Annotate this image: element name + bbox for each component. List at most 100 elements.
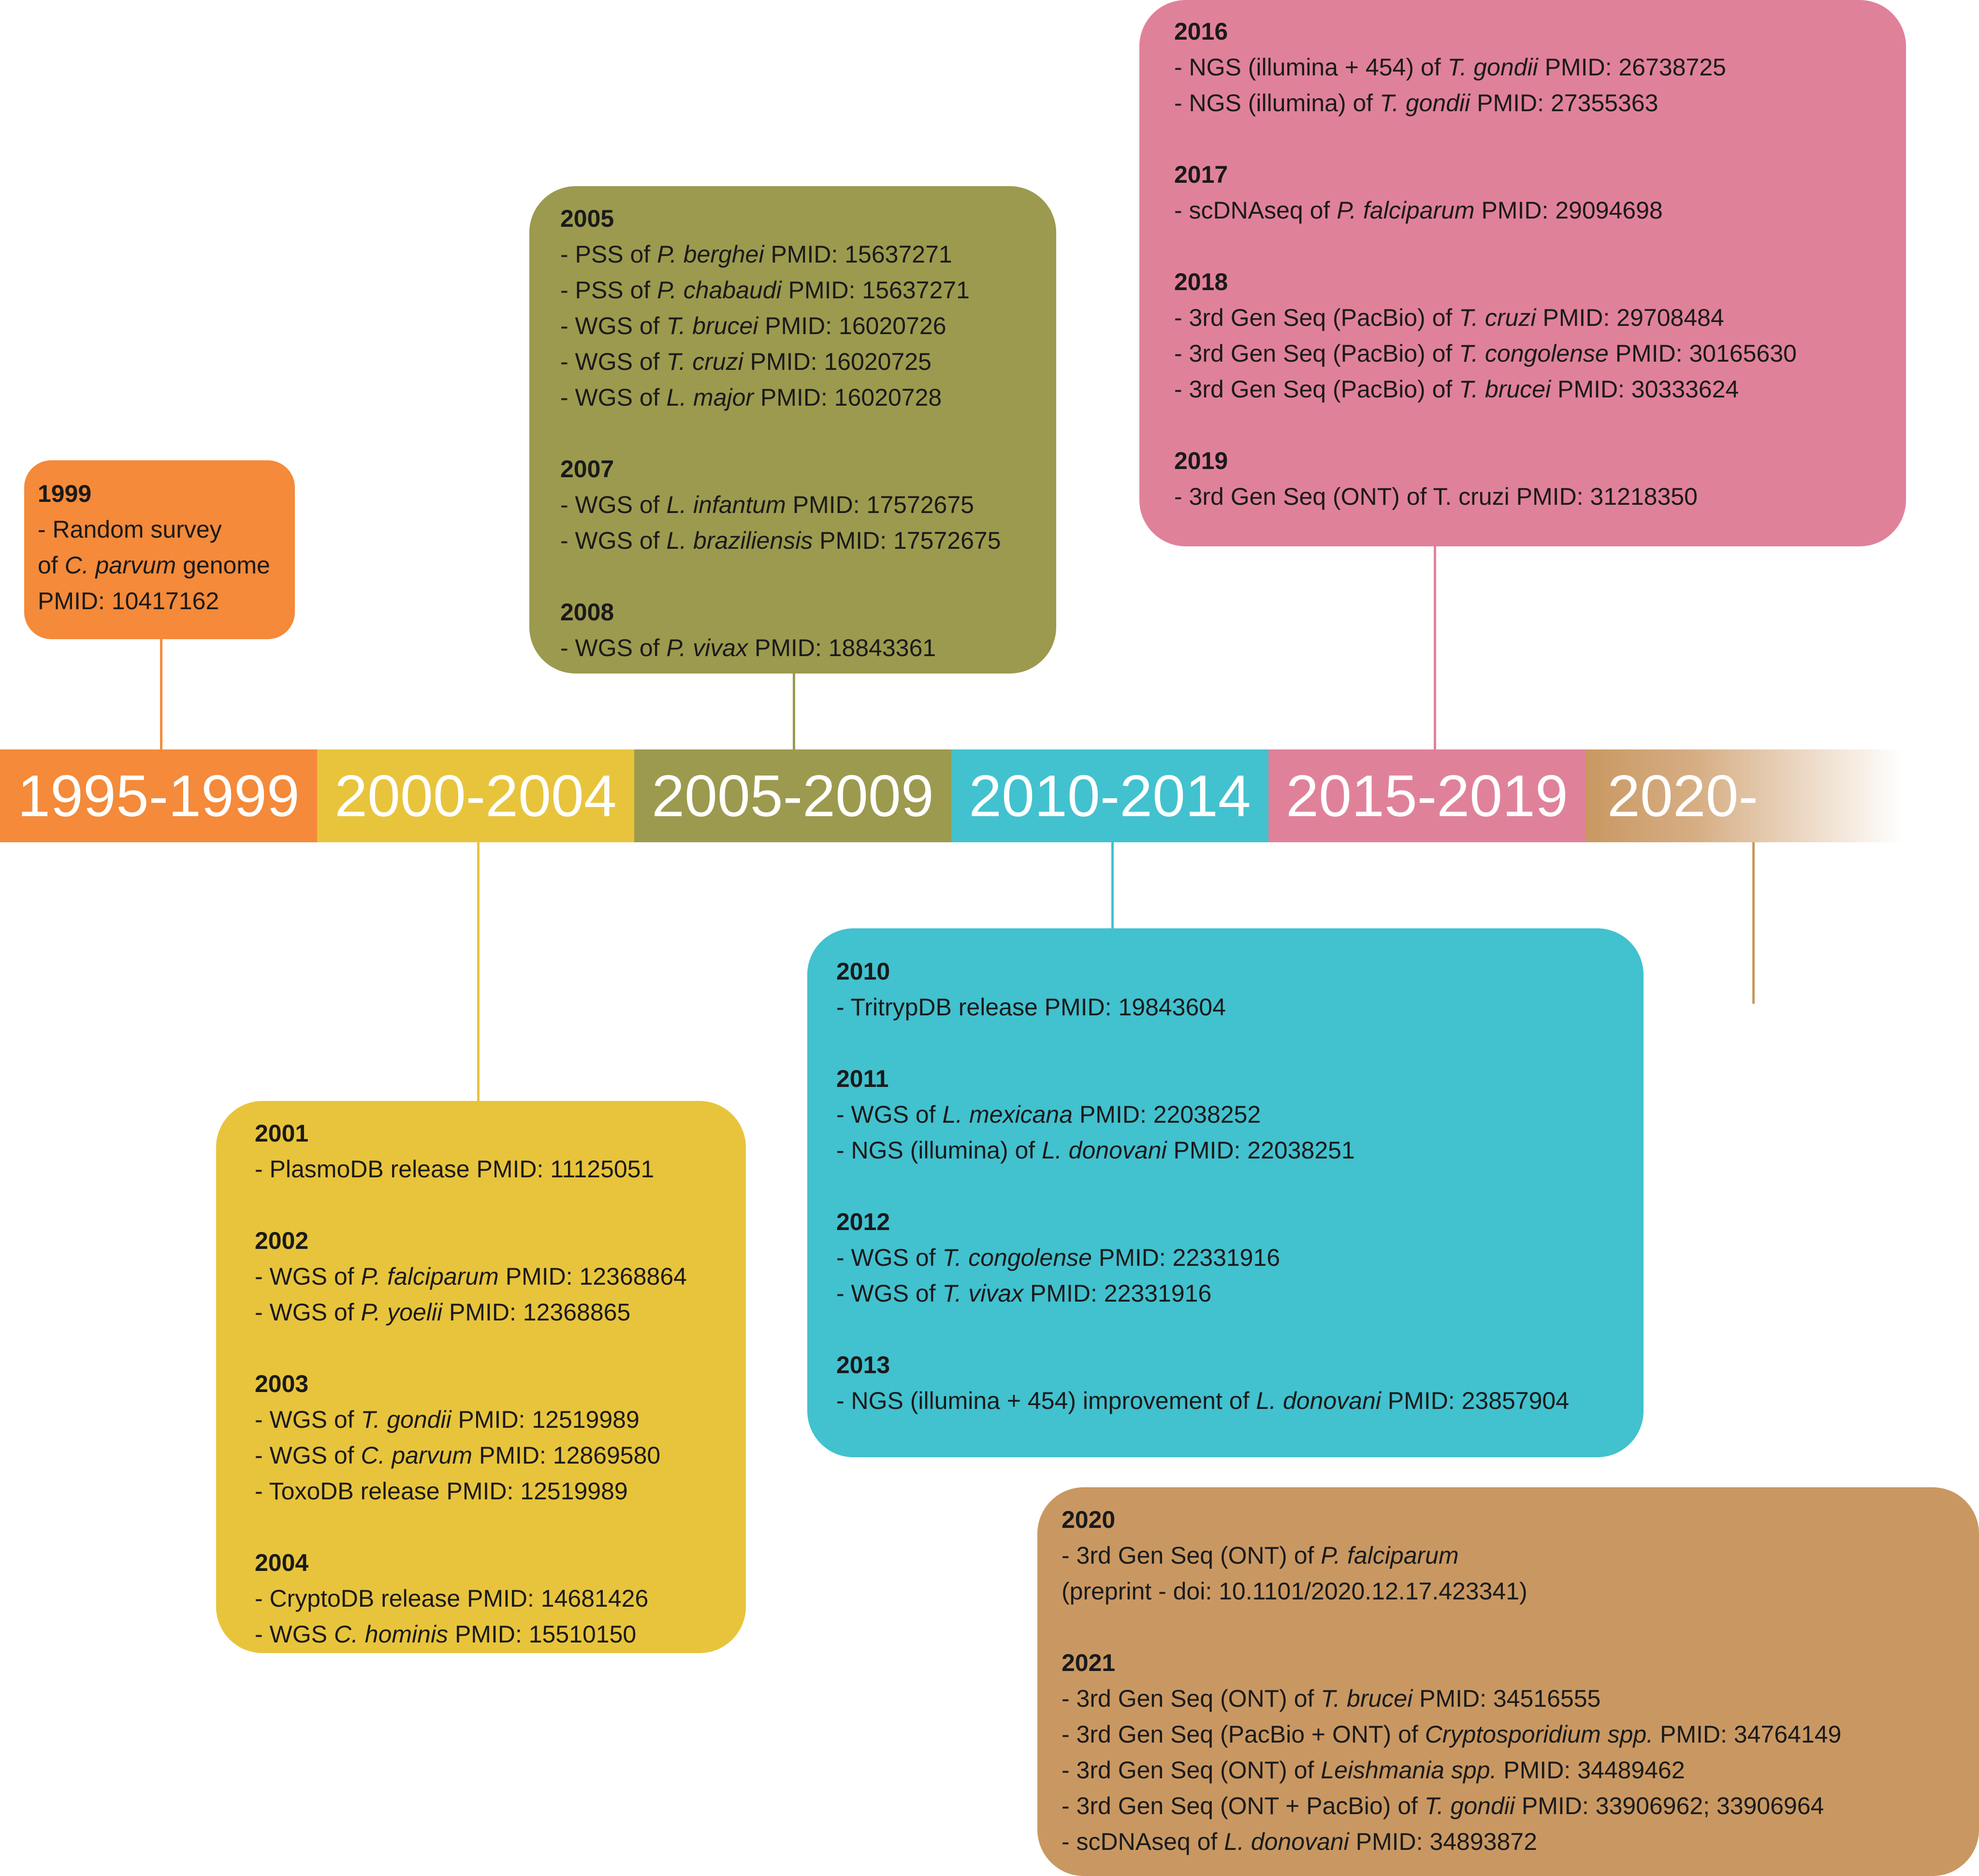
group-spacer [1174, 228, 1906, 264]
species-name: T. gondii [1380, 89, 1470, 117]
event-entry: - WGS of T. cruzi PMID: 16020725 [560, 344, 1056, 380]
period-2020: 2020- [1586, 749, 1903, 842]
entry-text: - scDNAseq of [1062, 1828, 1224, 1855]
period-2010-2014: 2010-2014 [951, 749, 1268, 842]
entry-text: PMID: 29708484 [1536, 304, 1724, 331]
species-name: C. parvum [361, 1442, 473, 1469]
entry-text: PMID: 30333624 [1551, 376, 1739, 403]
event-entry: - WGS of P. falciparum PMID: 12368864 [255, 1259, 746, 1294]
group-spacer [255, 1509, 746, 1545]
events-box-2020: 2020- 3rd Gen Seq (ONT) of P. falciparum… [1037, 1487, 1979, 1876]
entry-text: - NGS (illumina + 454) of [1174, 54, 1448, 81]
event-entry: PMID: 10417162 [38, 583, 295, 619]
group-spacer [836, 1311, 1644, 1347]
species-name: L. mexicana [942, 1101, 1073, 1128]
event-entry: - NGS (illumina) of T. gondii PMID: 2735… [1174, 85, 1906, 121]
species-name: T. vivax [942, 1280, 1024, 1307]
event-entry: - 3rd Gen Seq (ONT) of Leishmania spp. P… [1062, 1752, 1979, 1788]
event-entry: - NGS (illumina) of L. donovani PMID: 22… [836, 1132, 1644, 1168]
entry-text: PMID: 10417162 [38, 587, 219, 615]
event-entry: (preprint - doi: 10.1101/2020.12.17.4233… [1062, 1573, 1979, 1609]
species-name: Cryptosporidium spp. [1425, 1721, 1654, 1748]
entry-text: (preprint - doi: 10.1101/2020.12.17.4233… [1062, 1578, 1528, 1605]
event-year: 2021 [1062, 1649, 1116, 1676]
entry-text: - WGS of [560, 348, 667, 375]
entry-text: PMID: 12519989 [451, 1406, 640, 1433]
connector-2005-2009 [793, 672, 795, 749]
species-name: T. gondii [1447, 54, 1538, 81]
entry-text: PMID: 16020725 [743, 348, 931, 375]
entry-text: PMID: 15637271 [781, 277, 970, 304]
entry-text: - WGS of [560, 312, 667, 339]
entry-text: PMID: 34764149 [1653, 1721, 1842, 1748]
group-spacer [560, 558, 1056, 594]
event-entry: - CryptoDB release PMID: 14681426 [255, 1581, 746, 1616]
entry-text: - WGS of [560, 384, 667, 411]
species-name: T. gondii [361, 1406, 451, 1433]
event-entry: - Random survey [38, 512, 295, 547]
connector-2015-2019 [1434, 545, 1436, 749]
period-1995-1999: 1995-1999 [0, 749, 317, 842]
entry-text: - 3rd Gen Seq (ONT) of [1062, 1757, 1321, 1784]
entry-text: PMID: 26738725 [1538, 54, 1726, 81]
group-spacer [836, 1168, 1644, 1204]
entry-text: PMID: 12869580 [472, 1442, 661, 1469]
entry-text: PMID: 18843361 [748, 634, 936, 661]
species-name: T. brucei [1321, 1685, 1413, 1712]
entry-text: - scDNAseq of [1174, 197, 1337, 224]
event-entry: - 3rd Gen Seq (PacBio) of T. cruzi PMID:… [1174, 300, 1906, 336]
species-name: P. chabaudi [657, 277, 782, 304]
event-year: 2013 [836, 1351, 890, 1378]
species-name: L. braziliensis [666, 527, 813, 554]
entry-text: PMID: 17572675 [813, 527, 1001, 554]
group-spacer [255, 1330, 746, 1366]
event-entry: - WGS of T. congolense PMID: 22331916 [836, 1240, 1644, 1275]
species-name: L. donovani [1224, 1828, 1349, 1855]
entry-text: PMID: 33906962; 33906964 [1514, 1792, 1824, 1819]
entry-text: PMID: 30165630 [1608, 340, 1797, 367]
entry-text: - WGS of [836, 1101, 943, 1128]
entry-text: - 3rd Gen Seq (PacBio) of [1174, 304, 1459, 331]
event-year: 2005 [560, 205, 614, 232]
species-name: T. cruzi [1459, 304, 1536, 331]
entry-text: - WGS of [560, 491, 667, 518]
timeline-band: 1995-1999 2000-2004 2005-2009 2010-2014 … [0, 749, 1905, 842]
connector-2000-2004 [477, 842, 480, 1102]
entry-text: - WGS of [255, 1299, 361, 1326]
entry-text: - WGS of [560, 527, 667, 554]
entry-text: - 3rd Gen Seq (ONT) of [1062, 1542, 1321, 1569]
events-box-2015-2019: 2016- NGS (illumina + 454) of T. gondii … [1139, 0, 1906, 546]
event-entry: - scDNAseq of L. donovani PMID: 34893872 [1062, 1824, 1979, 1860]
entry-text: PMID: 16020728 [754, 384, 942, 411]
entry-text: - PlasmoDB release PMID: 11125051 [255, 1156, 655, 1183]
species-name: L. major [666, 384, 754, 411]
entry-text: PMID: 34893872 [1349, 1828, 1537, 1855]
entry-text: PMID: 34516555 [1412, 1685, 1601, 1712]
event-year: 2011 [836, 1065, 889, 1092]
event-entry: - 3rd Gen Seq (PacBio + ONT) of Cryptosp… [1062, 1716, 1979, 1752]
entry-text: - 3rd Gen Seq (PacBio) of [1174, 340, 1459, 367]
connector-1999 [160, 638, 162, 749]
event-year: 2003 [255, 1370, 309, 1397]
entry-text: PMID: 15510150 [448, 1621, 637, 1648]
period-2000-2004: 2000-2004 [317, 749, 634, 842]
event-year: 2017 [1174, 161, 1228, 188]
species-name: P. berghei [657, 241, 764, 268]
event-entry: - TritrypDB release PMID: 19843604 [836, 989, 1644, 1025]
event-year: 2002 [255, 1227, 309, 1254]
entry-text: - PSS of [560, 241, 657, 268]
event-entry: of C. parvum genome [38, 547, 295, 583]
event-entry: - WGS of L. mexicana PMID: 22038252 [836, 1097, 1644, 1132]
entry-text: - 3rd Gen Seq (PacBio) of [1174, 376, 1459, 403]
event-entry: - 3rd Gen Seq (PacBio) of T. brucei PMID… [1174, 371, 1906, 407]
event-entry: - 3rd Gen Seq (ONT + PacBio) of T. gondi… [1062, 1788, 1979, 1824]
event-year: 2020 [1062, 1506, 1116, 1533]
species-name: C. hominis [334, 1621, 449, 1648]
entry-text: PMID: 34489462 [1497, 1757, 1685, 1784]
entry-text: - NGS (illumina + 454) improvement of [836, 1387, 1256, 1414]
entry-text: genome [176, 552, 270, 579]
connector-2020 [1752, 842, 1755, 1004]
species-name: T. congolense [1459, 340, 1609, 367]
event-entry: - 3rd Gen Seq (PacBio) of T. congolense … [1174, 336, 1906, 371]
